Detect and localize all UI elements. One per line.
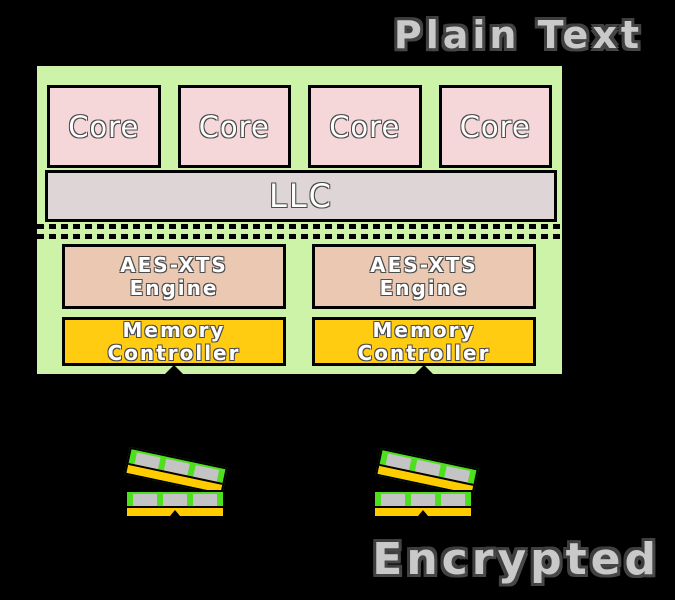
- plain-text-label: Plain Text: [393, 13, 643, 57]
- encryption-boundary-dashed-line: [37, 224, 562, 229]
- memory-controller-label-line1: Memory: [372, 317, 476, 342]
- llc-label: LLC: [269, 177, 333, 215]
- core-label: Core: [68, 109, 140, 144]
- cores-row: Core Core Core Core: [37, 85, 562, 168]
- core-label: Core: [198, 109, 270, 144]
- dimm-chip: [193, 494, 217, 509]
- dimm-chips-row: [127, 494, 223, 509]
- dimm-notch: [418, 510, 428, 516]
- dimm-notch: [170, 510, 180, 516]
- memory-controller-label-line2: Controller: [357, 340, 491, 365]
- memory-controller-box: Memory Controller: [62, 317, 286, 366]
- dimm-chips-row: [375, 494, 471, 509]
- memory-controller-label-line2: Controller: [107, 340, 241, 365]
- core-box: Core: [438, 85, 552, 168]
- core-box: Core: [308, 85, 422, 168]
- dimm-chip: [133, 494, 157, 509]
- dimm-chip: [411, 494, 435, 509]
- aes-engine-label-line2: Engine: [379, 275, 469, 300]
- dimm-module: [373, 490, 473, 518]
- dimm-to-controller-arrowhead-icon: [415, 365, 433, 374]
- dimm-chip: [381, 494, 405, 509]
- cpu-package: Core Core Core Core LLC AES-XTS Engine A…: [33, 62, 566, 378]
- core-label: Core: [329, 109, 401, 144]
- encryption-boundary-dashed-line: [37, 234, 562, 239]
- aes-engine-label-line1: AES-XTS: [120, 252, 228, 277]
- dimm-chip: [441, 494, 465, 509]
- aes-xts-engine-box: AES-XTS Engine: [312, 244, 536, 309]
- dimm-to-controller-arrowhead-icon: [165, 365, 183, 374]
- aes-xts-engine-box: AES-XTS Engine: [62, 244, 286, 309]
- core-label: Core: [459, 109, 531, 144]
- aes-engine-label-line2: Engine: [129, 275, 219, 300]
- llc-box: LLC: [45, 170, 557, 222]
- memory-controller-label-line1: Memory: [122, 317, 226, 342]
- aes-engine-label-line1: AES-XTS: [370, 252, 478, 277]
- dimm-chip: [163, 494, 187, 509]
- encrypted-label: Encrypted: [372, 534, 660, 585]
- dimm-module: [375, 447, 479, 497]
- core-box: Core: [47, 85, 161, 168]
- core-box: Core: [177, 85, 291, 168]
- memory-controller-box: Memory Controller: [312, 317, 536, 366]
- dimm-module: [124, 446, 228, 496]
- dimm-module: [125, 490, 225, 518]
